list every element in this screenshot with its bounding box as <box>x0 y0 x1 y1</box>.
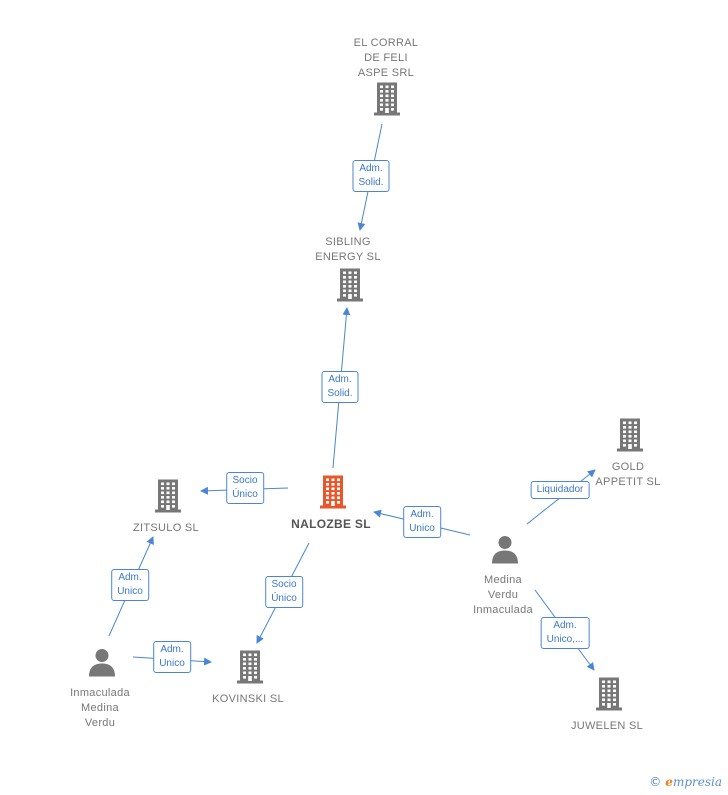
edge-label-medina-to-gold[interactable]: Liquidador <box>530 481 590 499</box>
building-icon <box>596 677 622 711</box>
edge-label-medina-to-juwelen[interactable]: Adm. Unico,... <box>540 617 590 649</box>
node-label-medina[interactable]: Medina Verdu Inmaculada <box>473 574 533 616</box>
node-label-juwelen[interactable]: JUWELEN SL <box>570 720 644 732</box>
node-el-corral[interactable] <box>372 82 402 121</box>
person-icon <box>492 536 518 564</box>
node-label-gold[interactable]: GOLD APPETIT SL <box>595 461 661 488</box>
node-nalozbe[interactable] <box>318 475 348 514</box>
building-icon <box>617 418 643 452</box>
building-icon <box>337 268 363 302</box>
edge-label-nalozbe-to-zitsulo[interactable]: Socio Único <box>226 472 264 504</box>
node-gold[interactable] <box>615 418 645 457</box>
building-icon <box>155 479 181 513</box>
brand-name: mpresia <box>672 775 722 789</box>
node-label-el-corral[interactable]: EL CORRAL DE FELI ASPE SRL <box>353 37 419 79</box>
node-label-inmaculada[interactable]: Inmaculada Medina Verdu <box>70 687 130 729</box>
brand-initial: e <box>665 775 673 789</box>
building-icon <box>320 475 346 509</box>
edge-label-nalozbe-to-kovinski[interactable]: Socio Único <box>265 576 303 608</box>
copyright-symbol: © <box>649 775 662 789</box>
node-sibling[interactable] <box>335 268 365 307</box>
node-label-zitsulo[interactable]: ZITSULO SL <box>133 522 199 534</box>
edge-label-nalozbe-to-sibling[interactable]: Adm. Solid. <box>321 371 359 403</box>
node-label-nalozbe[interactable]: NALOZBE SL <box>291 517 371 531</box>
node-zitsulo[interactable] <box>153 479 183 518</box>
node-medina[interactable] <box>490 535 520 570</box>
node-kovinski[interactable] <box>235 650 265 689</box>
edge-label-medina-to-nalozbe[interactable]: Adm. Unico <box>403 506 441 538</box>
node-label-sibling[interactable]: SIBLING ENERGY SL <box>315 236 381 263</box>
empresia-watermark: ©empresia <box>649 775 722 789</box>
edge-label-el-corral-to-sibling[interactable]: Adm. Solid. <box>352 160 390 192</box>
building-icon <box>374 82 400 116</box>
building-icon <box>237 650 263 684</box>
node-juwelen[interactable] <box>594 677 624 716</box>
node-inmaculada[interactable] <box>87 648 117 683</box>
edge-label-inmaculada-to-zitsulo[interactable]: Adm. Unico <box>111 569 149 601</box>
node-label-kovinski[interactable]: KOVINSKI SL <box>212 693 284 705</box>
person-icon <box>89 649 115 677</box>
edge-label-inmaculada-to-kovinski[interactable]: Adm. Unico <box>153 641 191 673</box>
